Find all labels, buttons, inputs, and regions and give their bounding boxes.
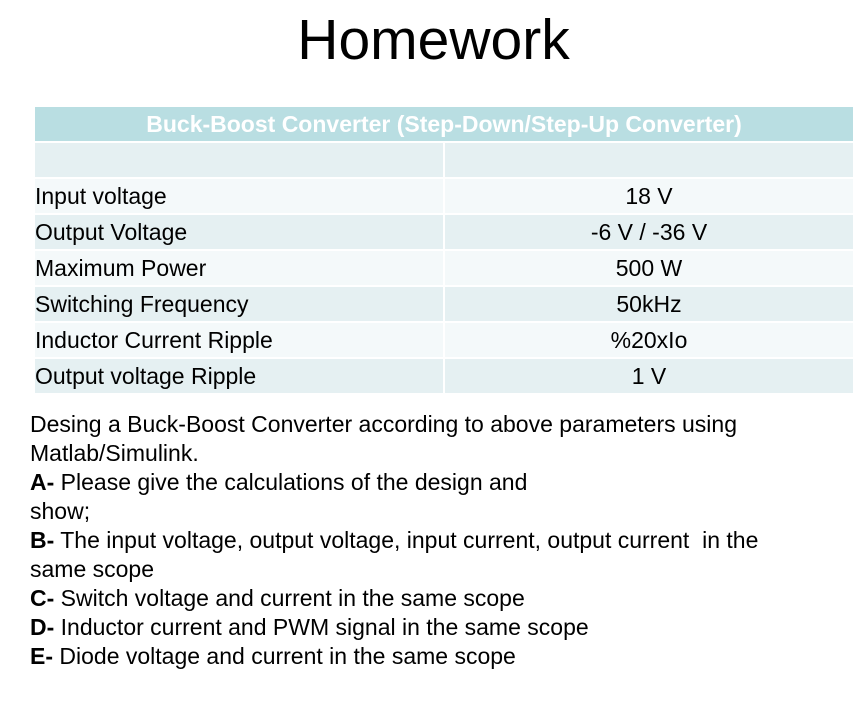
text-line: C- Switch voltage and current in the sam…: [30, 584, 867, 613]
text-line: B- The input voltage, output voltage, in…: [30, 526, 867, 555]
row-value-cell: 500 W: [443, 249, 855, 287]
item-prefix: A-: [30, 469, 55, 495]
line-text: Desing a Buck-Boost Converter according …: [30, 411, 737, 437]
parameters-table: Buck-Boost Converter (Step-Down/Step-Up …: [33, 105, 855, 395]
text-line: E- Diode voltage and current in the same…: [30, 642, 867, 671]
slide: Homework Buck-Boost Converter (Step-Down…: [0, 8, 867, 701]
table-header-cell: Buck-Boost Converter (Step-Down/Step-Up …: [33, 105, 855, 143]
item-prefix: C-: [30, 585, 55, 611]
row-label-cell: Output voltage Ripple: [33, 357, 445, 395]
page-title: Homework: [297, 8, 570, 72]
row-value-cell: %20xIo: [443, 321, 855, 359]
line-text: show;: [30, 498, 91, 524]
row-value-cell: 50kHz: [443, 285, 855, 323]
assignment-text: Desing a Buck-Boost Converter according …: [30, 410, 867, 671]
line-text: Please give the calculations of the desi…: [54, 469, 528, 495]
row-value-cell: [443, 141, 855, 179]
line-text: The input voltage, output voltage, input…: [54, 527, 759, 553]
line-text: Matlab/Simulink.: [30, 440, 199, 466]
row-label-cell: [33, 141, 445, 179]
item-prefix: B-: [30, 527, 55, 553]
text-line: same scope: [30, 555, 867, 584]
row-label-cell: Maximum Power: [33, 249, 445, 287]
item-prefix: D-: [30, 614, 55, 640]
row-label-cell: Switching Frequency: [33, 285, 445, 323]
row-label-cell: Output Voltage: [33, 213, 445, 251]
table-row: [33, 141, 855, 179]
row-label-cell: Input voltage: [33, 177, 445, 215]
text-line: Desing a Buck-Boost Converter according …: [30, 410, 867, 439]
line-text: Diode voltage and current in the same sc…: [53, 643, 516, 669]
line-text: Inductor current and PWM signal in the s…: [54, 614, 589, 640]
table-row: Output Voltage-6 V / -36 V: [33, 213, 855, 251]
row-value-cell: -6 V / -36 V: [443, 213, 855, 251]
table-row: Inductor Current Ripple%20xIo: [33, 321, 855, 359]
table-header-row: Buck-Boost Converter (Step-Down/Step-Up …: [33, 105, 855, 143]
row-value-cell: 1 V: [443, 357, 855, 395]
item-prefix: E-: [30, 643, 53, 669]
text-line: A- Please give the calculations of the d…: [30, 468, 867, 497]
text-line: D- Inductor current and PWM signal in th…: [30, 613, 867, 642]
text-line: Matlab/Simulink.: [30, 439, 867, 468]
line-text: Switch voltage and current in the same s…: [54, 585, 525, 611]
text-line: show;: [30, 497, 867, 526]
row-value-cell: 18 V: [443, 177, 855, 215]
row-label-cell: Inductor Current Ripple: [33, 321, 445, 359]
line-text: same scope: [30, 556, 155, 582]
